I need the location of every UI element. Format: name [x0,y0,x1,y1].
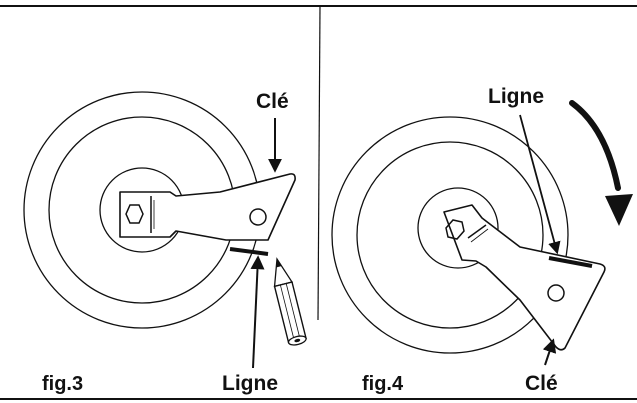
key-label: Clé [525,372,558,395]
key-slot-inner [470,228,489,243]
key-label: Clé [256,90,289,113]
outer-disc [331,116,569,354]
pencil-icon [273,257,307,346]
hex-nut [445,219,465,240]
middle-disc [356,141,544,329]
reference-line-mark [229,247,269,256]
line-arrow [519,114,561,255]
panel-divider [317,5,321,321]
key-hole [249,208,267,226]
rotation-arrow [569,100,621,191]
line-label: Ligne [222,372,278,395]
key-wrench [443,204,606,351]
figure-caption: fig.3 [42,373,83,395]
key-slot [467,224,487,239]
line-arrow [250,255,265,369]
line-label: Ligne [488,85,544,108]
hex-nut [125,204,144,224]
figure-caption: fig.4 [362,373,404,395]
rotation-arrow-head [605,194,633,226]
figure-4: Ligne Clé fig.4 [331,85,633,395]
key-arrow [542,338,557,366]
hub-ring [417,187,499,269]
reference-line-mark [548,256,593,268]
key-hole [547,284,565,302]
key-wrench [119,173,296,241]
figure-3: Clé Ligne fig.3 [23,90,307,395]
